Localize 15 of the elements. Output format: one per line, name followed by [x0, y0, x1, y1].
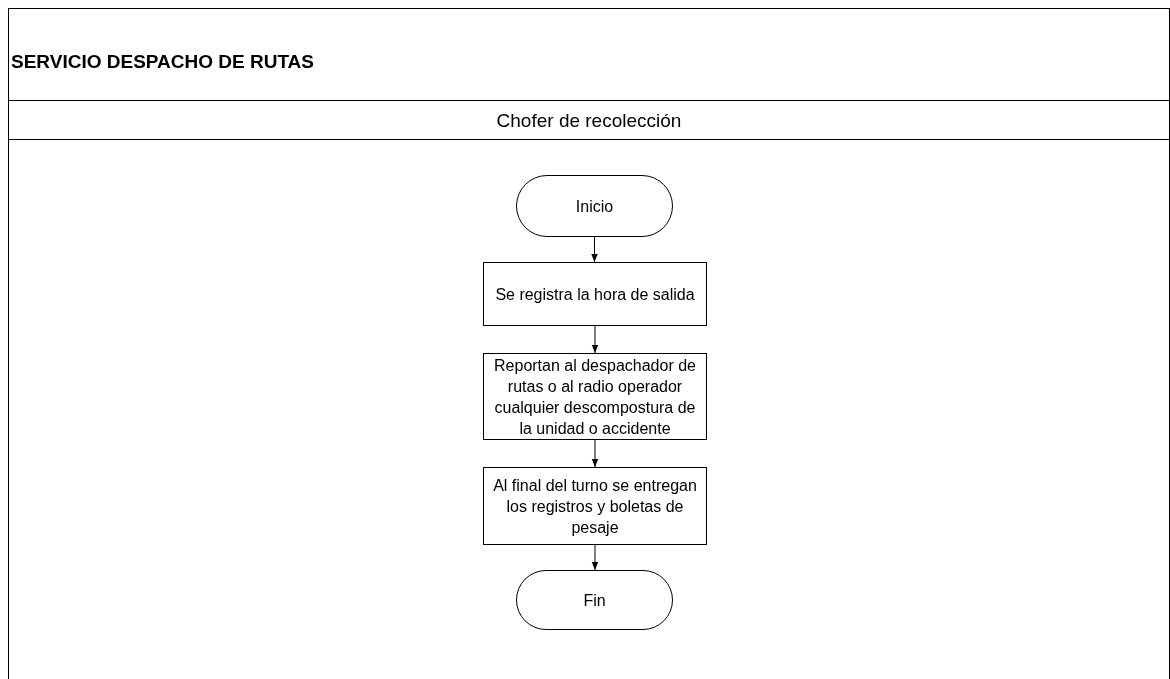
terminator	[516, 570, 673, 630]
process-box	[483, 262, 707, 326]
arrow	[591, 236, 598, 263]
process-box	[483, 467, 707, 545]
node-text: Reportan al despachador de rutas o al radio operador cualquier descompostura de la unidad o accidente	[493, 355, 697, 439]
lane-header: Chofer de recolección	[9, 101, 1169, 140]
node-text: Al final del turno se entregan los registros y boletas de pesaje	[492, 475, 698, 538]
arrow	[591, 325, 599, 354]
node-text: Se registra la hora de salida	[495, 284, 695, 305]
node-text: Inicio	[575, 196, 614, 217]
node-text: Fin	[583, 590, 606, 611]
diagram-title: SERVICIO DESPACHO DE RUTAS	[11, 51, 314, 73]
arrow	[591, 439, 599, 468]
arrow	[591, 544, 599, 571]
swimlane	[8, 100, 1170, 679]
